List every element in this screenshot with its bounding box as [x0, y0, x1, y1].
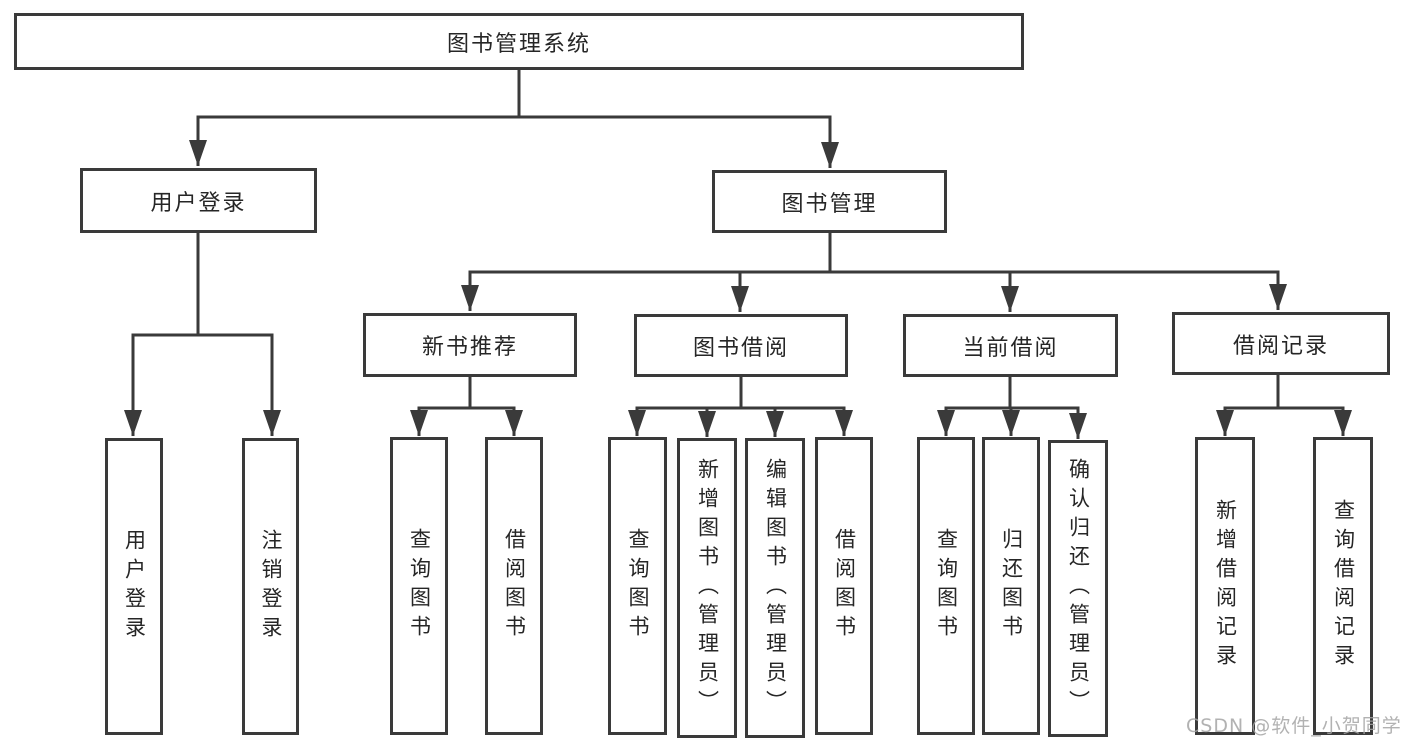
node-user-login: 用户登录: [80, 168, 317, 233]
node-query-books-3: 查询图书: [917, 437, 975, 735]
node-borrowing-records: 借阅记录: [1172, 312, 1390, 375]
node-return-books: 归还图书: [982, 437, 1040, 735]
node-borrow-books-1: 借阅图书: [485, 437, 543, 735]
node-add-book-admin: 新增图书（管理员）: [677, 438, 737, 738]
node-book-management: 图书管理: [712, 170, 947, 233]
node-library-management-system: 图书管理系统: [14, 13, 1024, 70]
node-new-book-recommend: 新书推荐: [363, 313, 577, 377]
node-query-borrow-record: 查询借阅记录: [1313, 437, 1373, 735]
node-user-login-leaf: 用户登录: [105, 438, 163, 735]
node-add-borrow-record: 新增借阅记录: [1195, 437, 1255, 735]
node-query-books-1: 查询图书: [390, 437, 448, 735]
csdn-watermark: CSDN @软件_小贺同学: [1186, 715, 1402, 737]
node-current-borrowing: 当前借阅: [903, 314, 1118, 377]
node-edit-book-admin: 编辑图书（管理员）: [745, 438, 805, 738]
node-borrow-books-2: 借阅图书: [815, 437, 873, 735]
node-query-books-2: 查询图书: [608, 437, 667, 735]
node-confirm-return-admin: 确认归还（管理员）: [1048, 440, 1108, 737]
node-book-borrowing: 图书借阅: [634, 314, 848, 377]
node-logout-leaf: 注销登录: [242, 438, 299, 735]
